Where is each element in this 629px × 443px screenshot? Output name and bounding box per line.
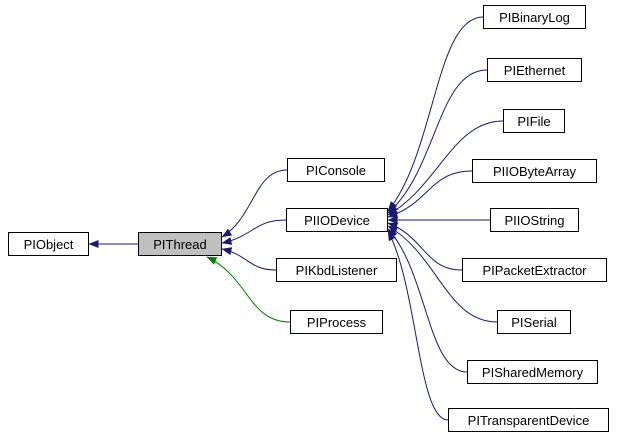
node-PIConsole[interactable]: PIConsole	[287, 158, 385, 182]
edge-PIPacketExtractor-to-PIIODevice	[387, 222, 463, 271]
node-PIKbdListener[interactable]: PIKbdListener	[276, 258, 397, 282]
edge-PITransparentDevice-to-PIIODevice	[387, 230, 449, 421]
edge-PIKbdListener-to-PIThread	[221, 247, 277, 271]
node-PIEthernet[interactable]: PIEthernet	[487, 58, 582, 82]
edge-PISerial-to-PIIODevice	[387, 225, 498, 323]
node-PIBinaryLog[interactable]: PIBinaryLog	[483, 5, 586, 29]
node-PIThread[interactable]: PIThread	[138, 232, 222, 256]
node-PISharedMemory[interactable]: PISharedMemory	[467, 360, 598, 384]
edge-PIFile-to-PIIODevice	[387, 120, 504, 216]
node-PITransparentDevice[interactable]: PITransparentDevice	[448, 408, 609, 432]
node-PIPacketExtractor[interactable]: PIPacketExtractor	[462, 258, 607, 282]
node-PIObject[interactable]: PIObject	[8, 232, 89, 256]
edge-PISharedMemory-to-PIIODevice	[387, 228, 468, 373]
node-PIIOString[interactable]: PIIOString	[490, 208, 579, 232]
node-PIProcess[interactable]: PIProcess	[290, 310, 383, 334]
edge-PIIODevice-to-PIThread	[221, 219, 287, 245]
edge-PIConsole-to-PIThread	[221, 169, 288, 238]
edge-PIProcess-to-PIThread	[206, 256, 291, 323]
node-PIIODevice[interactable]: PIIODevice	[286, 208, 388, 232]
node-PIIOByteArray[interactable]: PIIOByteArray	[472, 159, 597, 183]
edge-PIBinaryLog-to-PIIODevice	[387, 16, 484, 212]
edge-PIIOByteArray-to-PIIODevice	[387, 170, 473, 218]
node-PISerial[interactable]: PISerial	[497, 310, 571, 334]
edge-PIEthernet-to-PIIODevice	[387, 69, 488, 214]
node-PIFile[interactable]: PIFile	[503, 109, 565, 133]
